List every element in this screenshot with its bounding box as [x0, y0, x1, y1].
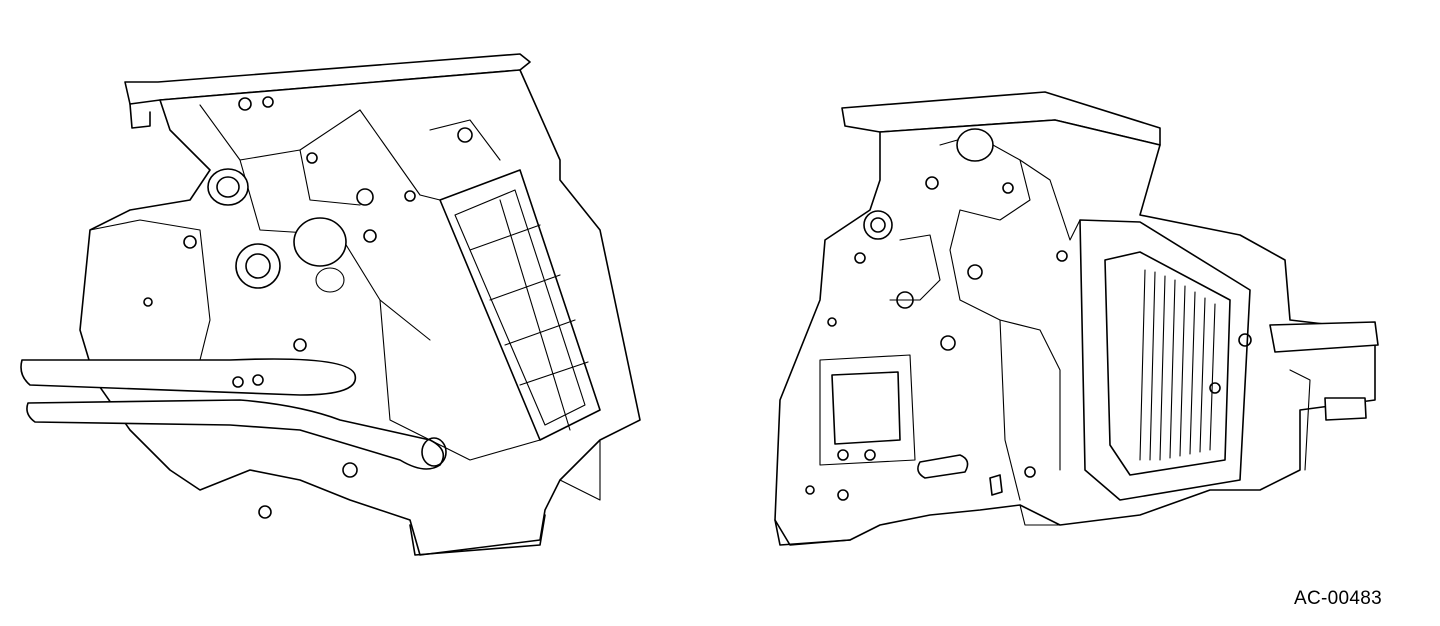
hvac-housing-left-view	[20, 53, 641, 556]
hvac-housing-right-view	[774, 91, 1379, 546]
figure-id-label: AC-00483	[1294, 588, 1382, 609]
